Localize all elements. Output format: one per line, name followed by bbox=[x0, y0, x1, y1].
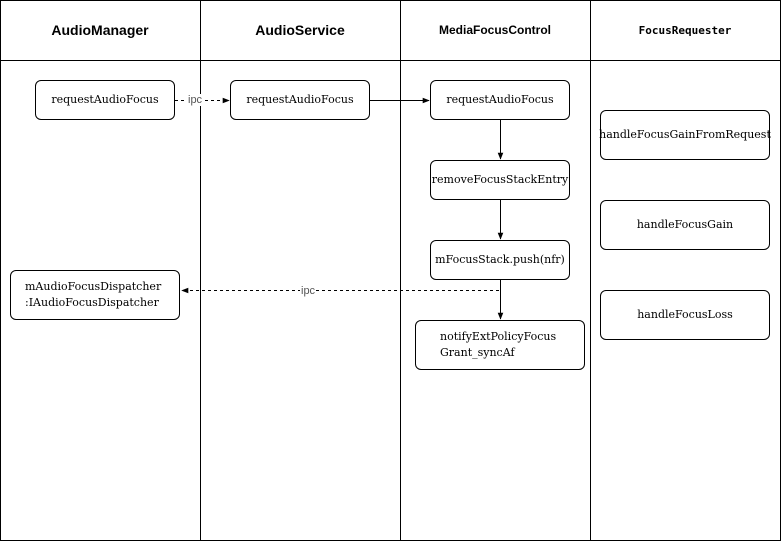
node-handle-focus-gain-from-request[interactable]: handleFocusGainFromRequest bbox=[599, 110, 771, 160]
node-handle-focus-loss[interactable]: handleFocusLoss bbox=[600, 290, 770, 340]
node-label: notifyExtPolicyFocus Grant_syncAf bbox=[440, 330, 557, 359]
node-label: mFocusStack.push(nfr) bbox=[435, 253, 565, 266]
node-mfc-request-audio-focus[interactable]: requestAudioFocus bbox=[430, 80, 570, 120]
edge-to-dispatcher bbox=[181, 280, 501, 294]
node-focus-stack-push[interactable]: mFocusStack.push(nfr) bbox=[430, 240, 570, 280]
node-label: removeFocusStackEntry bbox=[431, 173, 569, 186]
lane-title-mediafocuscontrol: MediaFocusControl bbox=[438, 23, 551, 37]
node-label: requestAudioFocus bbox=[246, 93, 354, 106]
edge-label-ipc-1: ipc bbox=[187, 94, 204, 106]
lane-title-audioservice: AudioService bbox=[255, 22, 345, 38]
node-as-request-audio-focus[interactable]: requestAudioFocus bbox=[230, 80, 370, 120]
node-label: mAudioFocusDispatcher :IAudioFocusDispat… bbox=[25, 280, 162, 309]
node-notify-ext-policy[interactable]: notifyExtPolicyFocus Grant_syncAf bbox=[415, 320, 585, 370]
node-handle-focus-gain[interactable]: handleFocusGain bbox=[600, 200, 770, 250]
edge-label-ipc-2: ipc bbox=[300, 285, 317, 297]
node-label: handleFocusGainFromRequest bbox=[599, 128, 771, 141]
node-label: handleFocusLoss bbox=[637, 308, 733, 321]
node-label: handleFocusGain bbox=[636, 218, 734, 231]
node-am-request-audio-focus[interactable]: requestAudioFocus bbox=[35, 80, 175, 120]
lane-title-focusrequester: FocusRequester bbox=[638, 23, 732, 37]
lane-title-audiomanager: AudioManager bbox=[51, 22, 149, 38]
node-label: requestAudioFocus bbox=[446, 93, 554, 106]
node-remove-focus-stack-entry[interactable]: removeFocusStackEntry bbox=[430, 160, 570, 200]
node-label: requestAudioFocus bbox=[51, 93, 159, 106]
node-audio-focus-dispatcher[interactable]: mAudioFocusDispatcher :IAudioFocusDispat… bbox=[10, 270, 180, 320]
